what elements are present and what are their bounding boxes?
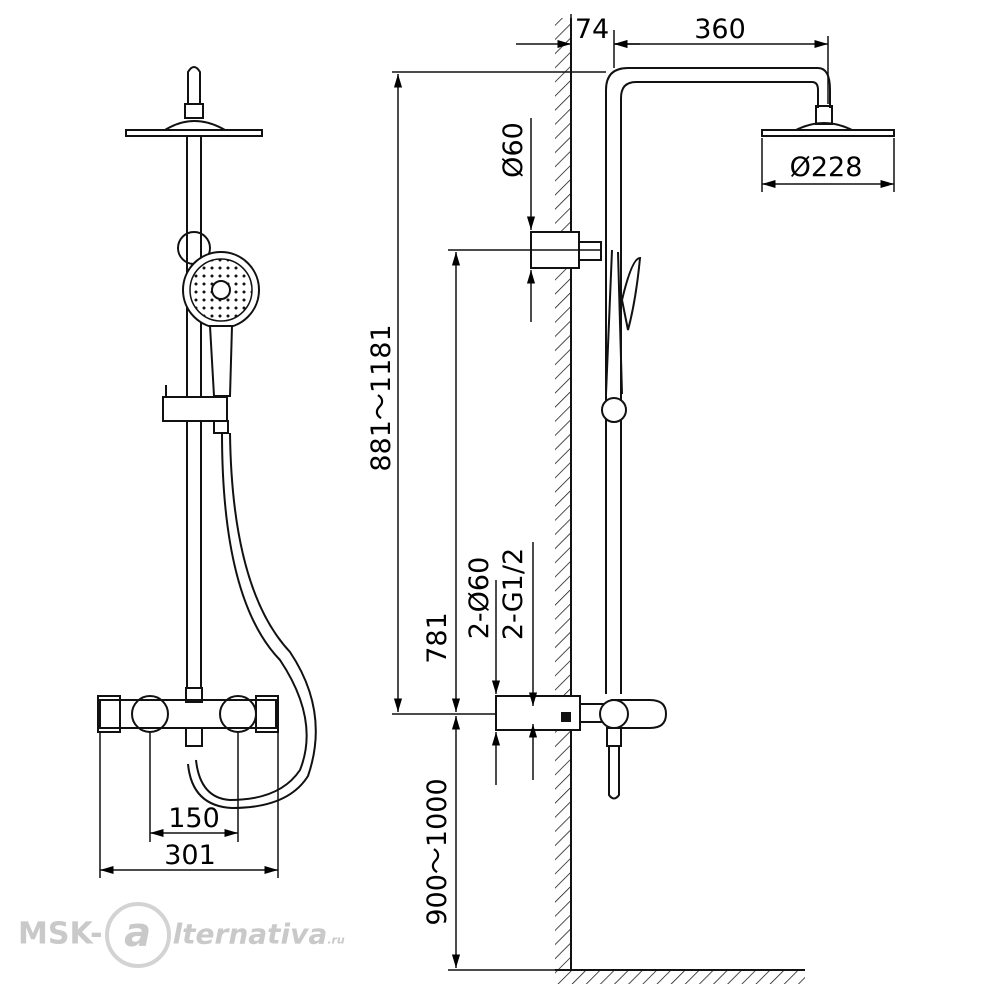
dim-arm-length: 360	[694, 14, 746, 45]
dim-inlet-spacing: 150	[168, 803, 220, 834]
dim-head-diameter: Ø228	[790, 152, 863, 183]
dim-mount-height: 900～1000	[422, 778, 453, 925]
dim-inlet-threads: 2-G1/2	[498, 548, 529, 640]
watermark-at: a	[104, 902, 171, 968]
side-view: 74 360 Ø228 Ø60 881～1181 781 900～1000 2-…	[366, 14, 895, 984]
dim-mixer-width: 301	[164, 840, 216, 871]
dim-flange-diameter: Ø60	[498, 122, 529, 178]
dim-inlet-flanges: 2-Ø60	[464, 557, 495, 640]
dim-handshower-height: 781	[422, 612, 453, 664]
watermark-tld: .ru	[327, 933, 345, 947]
watermark-suffix: lternativa	[172, 917, 328, 951]
watermark-prefix: MSK-	[18, 916, 103, 952]
dim-wall-offset: 74	[575, 14, 609, 45]
dim-total-height: 881～1181	[366, 324, 397, 471]
front-view: 150 301	[97, 66, 317, 878]
